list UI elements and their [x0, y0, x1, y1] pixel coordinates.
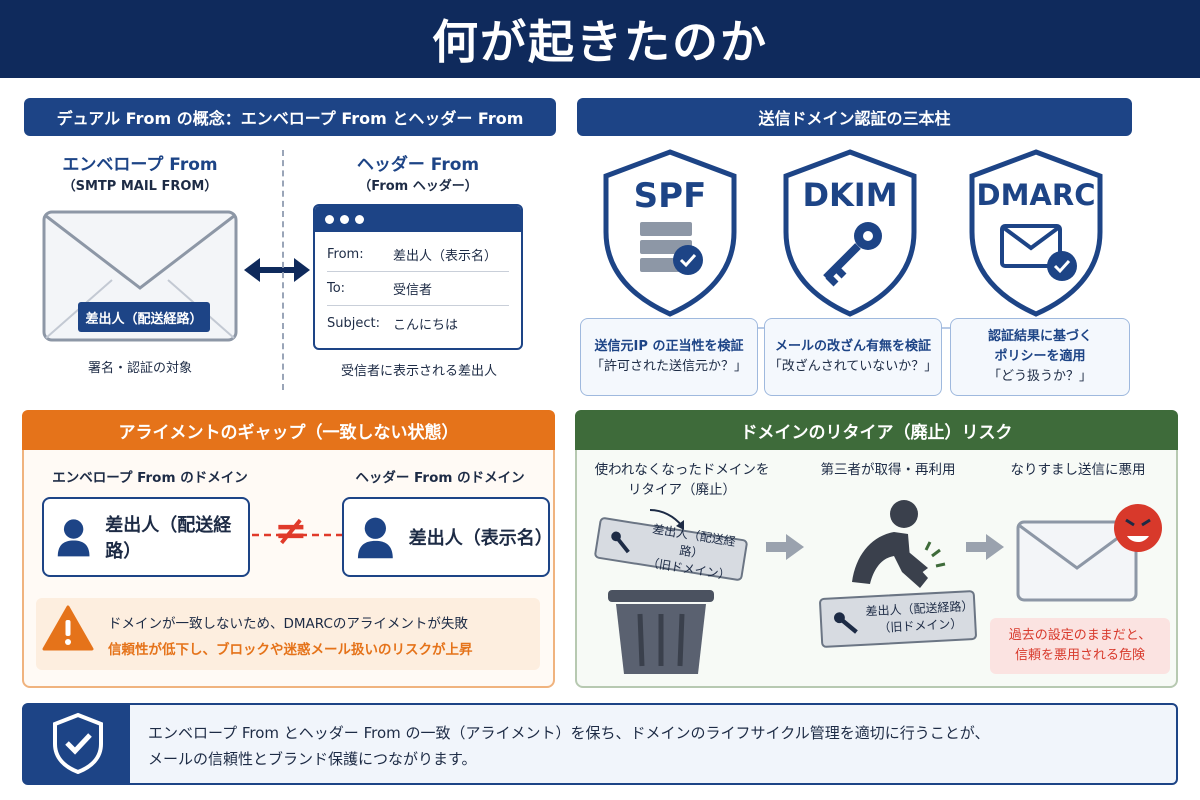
header-from-subtitle: （From ヘッダー）: [358, 179, 478, 194]
shield-check-icon: [53, 712, 103, 774]
page-title: 何が起きたのか: [432, 15, 768, 69]
danger-message-box: 過去の設定のままだと、 信頼を悪用される危険: [990, 618, 1170, 674]
alignment-gap-header: アライメントのギャップ（一致しない状態）: [22, 410, 555, 450]
domain-retire-header: ドメインのリタイア（廃止）リスク: [575, 410, 1178, 450]
envelope-sender-label: 差出人（配送経路）: [78, 302, 210, 332]
header-domain-name: 差出人（表示名）: [408, 528, 553, 549]
header-from-title: ヘッダー From （From ヘッダー）: [318, 154, 518, 198]
step-retire: 使われなくなったドメインを リタイア（廃止）: [594, 462, 770, 498]
envelope-domain-card: 差出人（配送経路）: [42, 497, 250, 577]
dmarc-shield-icon: [969, 149, 1103, 317]
arrow-right-icon: [966, 534, 1004, 560]
warning-box: [36, 598, 540, 670]
dmarc-description: 認証結果に基づく ポリシーを適用 「どう扱うか？」: [950, 318, 1130, 396]
dkim-description: メールの改ざん有無を検証 「改ざんされていないか？」: [764, 318, 942, 396]
key-icon: [611, 531, 630, 554]
step-spoofing: なりすまし送信に悪用: [1010, 462, 1146, 478]
old-domain-tag-reused: 差出人（配送経路）（旧ドメイン）: [818, 589, 978, 649]
user-avatar-icon: [57, 519, 90, 557]
user-avatar-icon: [357, 517, 393, 559]
envelope-from-title: エンベロープ From （SMTP MAIL FROM）: [40, 154, 240, 198]
dkim-label: DKIM: [802, 176, 898, 214]
mail-row-to: To: 受信者: [327, 272, 509, 306]
summary-footer: [22, 703, 1178, 785]
spf-label: SPF: [633, 176, 707, 216]
mail-row-from: From: 差出人（表示名）: [327, 238, 509, 272]
envelope-domain-name: 差出人（配送経路）: [105, 515, 232, 562]
window-dot-icon: [355, 214, 364, 224]
warning-icon: [42, 605, 94, 651]
envelope-caption: 署名・認証の対象: [87, 361, 192, 376]
summary-text: エンベロープ From とヘッダー From の一致（アライメント）を保ち、ドメ…: [148, 724, 990, 768]
old-domain-tag-falling: 差出人（配送経路）（旧ドメイン）: [593, 516, 749, 582]
header-caption: 受信者に表示される差出人: [340, 364, 497, 379]
double-arrow-icon: [244, 258, 310, 282]
falling-arrow-icon: [649, 509, 684, 530]
trash-bin-icon: [608, 590, 714, 674]
window-dot-icon: [325, 214, 334, 224]
key-icon: [834, 612, 858, 634]
dual-from-header: デュアル From の概念：エンベロープ From とヘッダー From: [24, 98, 556, 136]
arrow-right-icon: [766, 534, 804, 560]
header-domain-card: 差出人（表示名）: [342, 497, 553, 577]
dkim-shield-icon: [783, 149, 917, 317]
spf-shield-icon: [603, 149, 737, 317]
spf-description: 送信元IP の正当性を検証 「許可された送信元か？」: [580, 318, 758, 396]
dmarc-label: DMARC: [976, 178, 1096, 212]
person-picking-up-icon: [852, 500, 946, 588]
not-equal-icon: ≠: [274, 508, 308, 554]
auth-pillars-header: 送信ドメイン認証の三本柱: [577, 98, 1132, 136]
section-divider: [282, 150, 284, 390]
warning-message: ドメインが一致しないため、DMARCのアライメントが失敗: [108, 616, 468, 632]
step-reacquire: 第三者が取得・再利用: [820, 462, 956, 478]
mail-row-subject: Subject: こんにちは: [327, 315, 459, 333]
spoofed-mail-icon: [1016, 504, 1162, 602]
gap-left-title: エンベロープ From のドメイン: [52, 470, 248, 486]
title-bar: 何が起きたのか: [0, 0, 1200, 78]
window-titlebar: [315, 206, 521, 232]
mismatch-dashes: [252, 533, 344, 537]
window-dot-icon: [340, 214, 349, 224]
warning-risk-message: 信頼性が低下し、ブロックや迷惑メール扱いのリスクが上昇: [108, 642, 473, 658]
gap-right-title: ヘッダー From のドメイン: [355, 470, 525, 486]
mail-window: From: 差出人（表示名） To: 受信者 Subject: こんにちは: [313, 204, 523, 350]
envelope-from-subtitle: （SMTP MAIL FROM）: [62, 179, 218, 194]
